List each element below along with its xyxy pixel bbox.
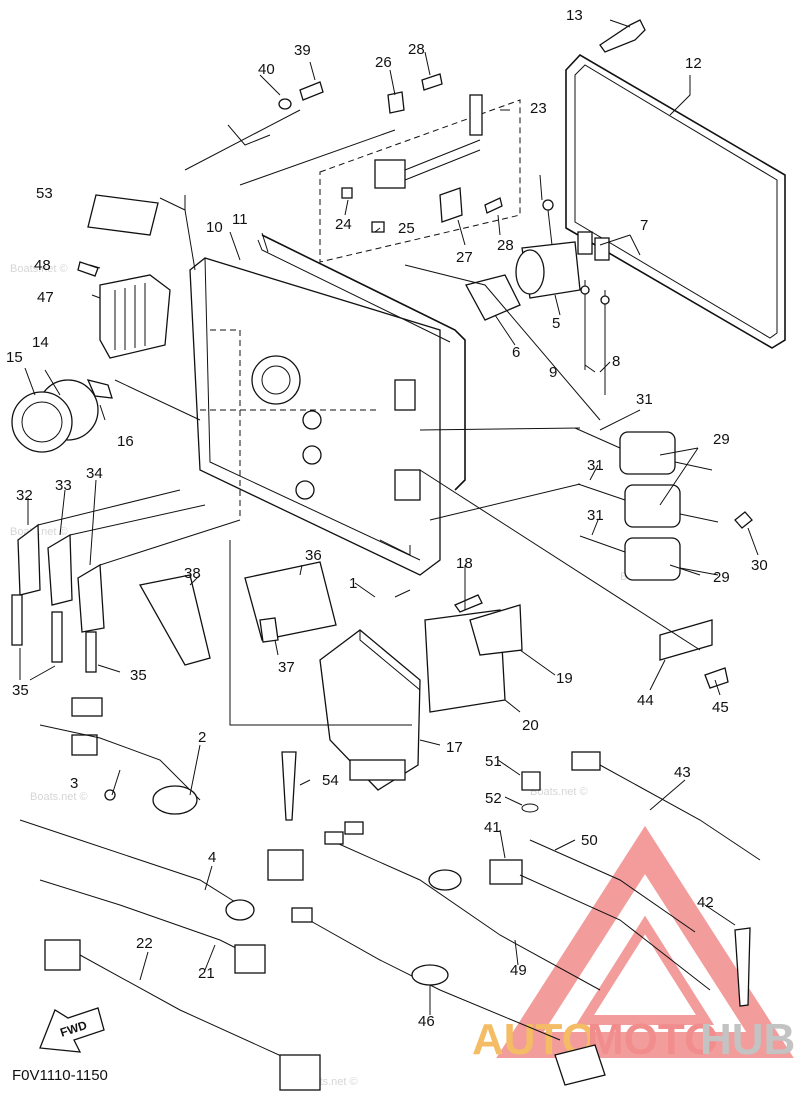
callout-6: 6 (512, 344, 520, 361)
watermark-text: Boats.net © (30, 791, 88, 803)
callout-9: 9 (549, 364, 557, 381)
callout-3: 3 (70, 775, 78, 792)
main-bracket (189, 234, 466, 576)
callout-48: 48 (34, 257, 51, 274)
callout-5: 5 (552, 315, 560, 332)
right-harnesses (291, 751, 761, 1086)
callout-30: 30 (751, 557, 768, 574)
brand-text-hub: HUB (700, 1015, 795, 1064)
callout-31: 31 (636, 391, 653, 408)
callout-19: 19 (556, 670, 573, 687)
callout-46: 46 (418, 1013, 435, 1030)
callout-45: 45 (712, 699, 729, 716)
watermark-text: Boats.net © (530, 786, 588, 798)
callout-20: 20 (522, 717, 539, 734)
callout-28-b: 28 (497, 237, 514, 254)
callout-29: 29 (713, 431, 730, 448)
callout-36: 36 (305, 547, 322, 564)
watermarks: Boats.net © Boats.net © Boats.net © Boat… (10, 263, 678, 1088)
callout-25: 25 (398, 220, 415, 237)
callout-31-c: 31 (587, 507, 604, 524)
callout-54: 54 (322, 772, 339, 789)
clamps (138, 561, 337, 666)
callout-53: 53 (36, 185, 53, 202)
callout-24: 24 (335, 216, 352, 233)
callout-33: 33 (55, 477, 72, 494)
gasket (565, 53, 786, 349)
bolt-13 (599, 19, 646, 53)
callout-35-b: 35 (12, 682, 29, 699)
leader-lines (19, 19, 759, 1015)
cap-14-15 (11, 379, 113, 453)
callout-8: 8 (612, 353, 620, 370)
callout-21: 21 (198, 965, 215, 982)
callout-26: 26 (375, 54, 392, 71)
callout-31-b: 31 (587, 457, 604, 474)
callout-41: 41 (484, 819, 501, 836)
callout-44: 44 (637, 692, 654, 709)
callout-29-b: 29 (713, 569, 730, 586)
callout-14: 14 (32, 334, 49, 351)
fwd-arrow: FWD (39, 1007, 105, 1053)
callout-12: 12 (685, 55, 702, 72)
callout-16: 16 (117, 433, 134, 450)
callout-40: 40 (258, 61, 275, 78)
callout-43: 43 (674, 764, 691, 781)
callout-15: 15 (6, 349, 23, 366)
callout-38: 38 (184, 565, 201, 582)
callout-39: 39 (294, 42, 311, 59)
cdi-unit (319, 594, 523, 791)
ignition-coils (574, 427, 753, 581)
rectifier-47 (77, 261, 171, 359)
callout-18: 18 (456, 555, 473, 572)
bracket-44 (659, 619, 729, 689)
callout-28: 28 (408, 41, 425, 58)
tie-straps (281, 751, 751, 1007)
callout-32: 32 (16, 487, 33, 504)
callout-49: 49 (510, 962, 527, 979)
diagram-code: F0V1110-1150 (12, 1067, 108, 1084)
callout-17: 17 (446, 739, 463, 756)
callout-11: 11 (232, 211, 248, 228)
brand-logo: AUTO MOTO HUB (472, 825, 795, 1064)
callout-35: 35 (130, 667, 147, 684)
callout-42: 42 (697, 894, 714, 911)
callout-4: 4 (208, 849, 216, 866)
callout-10: 10 (206, 219, 223, 236)
callout-13: 13 (566, 7, 583, 24)
callout-27: 27 (456, 249, 473, 266)
watermark-text: Boats.net © (10, 263, 68, 275)
relay-assembly (465, 174, 581, 321)
callout-51: 51 (485, 753, 502, 770)
brand-text-moto: MOTO (587, 1015, 718, 1064)
callout-23: 23 (530, 100, 547, 117)
upper-harness-group (87, 73, 521, 263)
callout-1: 1 (349, 575, 357, 592)
callout-37: 37 (278, 659, 295, 676)
callout-2: 2 (198, 729, 206, 746)
callout-47: 47 (37, 289, 54, 306)
callout-7: 7 (640, 217, 648, 234)
spark-plug-caps (11, 489, 241, 673)
callout-34: 34 (86, 465, 103, 482)
callout-52: 52 (485, 790, 502, 807)
callout-22: 22 (136, 935, 153, 952)
callout-50: 50 (581, 832, 598, 849)
terminals (577, 231, 610, 395)
callout-numbers: 1 2 3 4 5 6 7 8 9 10 11 12 13 14 15 16 1… (6, 7, 768, 1030)
